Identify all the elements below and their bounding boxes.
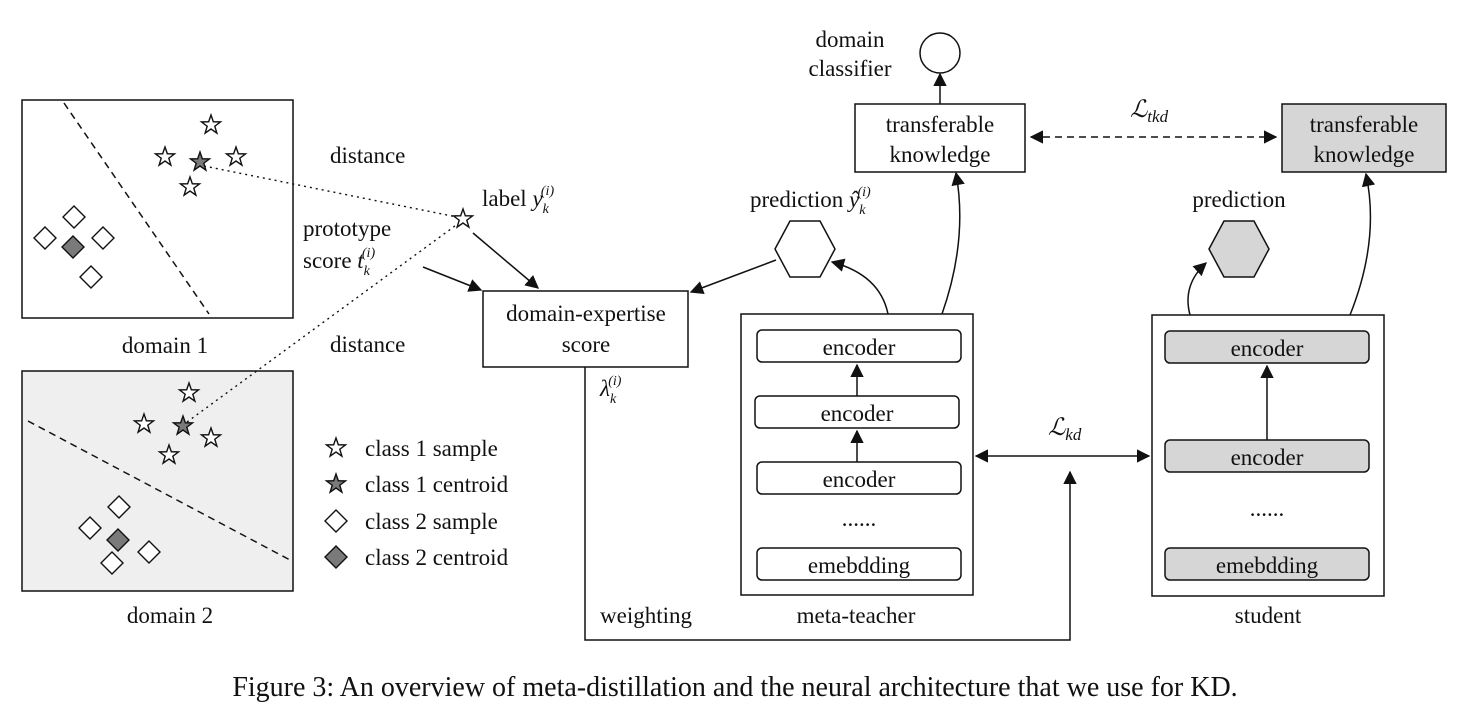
domain-2-label: domain 2 bbox=[127, 603, 213, 628]
arrow-student-to-prediction bbox=[1187, 262, 1207, 316]
domain-classifier-label-1: domain bbox=[816, 27, 885, 52]
l-kd-label: ℒkd bbox=[1048, 415, 1082, 444]
student-ellipsis: ...... bbox=[1250, 496, 1285, 521]
legend-class2-centroid-icon bbox=[324, 545, 348, 569]
legend-class1-centroid-icon bbox=[325, 473, 347, 493]
legend-class1-centroid: class 1 centroid bbox=[365, 472, 509, 497]
domain-1-panel bbox=[21, 99, 294, 319]
teacher-ellipsis: ...... bbox=[842, 506, 877, 531]
arrow-label-to-des bbox=[472, 232, 540, 289]
student-tk-line1: transferable bbox=[1310, 112, 1419, 137]
domain-1-label: domain 1 bbox=[122, 333, 208, 358]
arrow-student-to-tk bbox=[1349, 172, 1376, 316]
arrow-teacher-to-prediction bbox=[830, 258, 889, 315]
arrow-pred-to-des bbox=[689, 259, 777, 295]
teacher-embedding bbox=[756, 547, 962, 581]
student-encoder-1-label: encoder bbox=[1231, 445, 1304, 470]
teacher-encoder-3 bbox=[756, 329, 962, 363]
figure-caption: Figure 3: An overview of meta-distillati… bbox=[232, 672, 1238, 703]
decision-boundary bbox=[63, 102, 210, 315]
teacher-transferable-knowledge-box bbox=[854, 103, 1026, 173]
student-prediction-hexagon bbox=[1208, 220, 1270, 278]
meta-teacher-label: meta-teacher bbox=[797, 603, 916, 628]
teacher-encoder-2-label: encoder bbox=[821, 401, 894, 426]
des-line2: score bbox=[562, 332, 611, 357]
teacher-encoder-1 bbox=[756, 461, 962, 495]
student-encoder-2-label: encoder bbox=[1231, 336, 1304, 361]
distance-label-bottom: distance bbox=[330, 332, 405, 357]
student-prediction-label: prediction bbox=[1192, 187, 1286, 212]
prototype-label: prototype bbox=[303, 216, 391, 241]
meta-distillation-diagram: domain 1 domain 2 distance distance labe… bbox=[21, 27, 1447, 641]
decision-boundary bbox=[27, 420, 291, 561]
domain-expertise-score-box bbox=[482, 290, 689, 368]
legend-class1-sample-icon bbox=[325, 437, 347, 457]
legend-class1-sample: class 1 sample bbox=[365, 436, 498, 461]
domain-2-panel bbox=[21, 370, 294, 592]
teacher-encoder-1-label: encoder bbox=[823, 467, 896, 492]
teacher-prediction-hexagon bbox=[774, 220, 836, 278]
weighting-label: weighting bbox=[600, 603, 692, 628]
lambda-label: λk(i) bbox=[599, 374, 622, 407]
domain-classifier-circle bbox=[919, 32, 961, 74]
teacher-encoder-3-label: encoder bbox=[823, 335, 896, 360]
legend-class2-centroid: class 2 centroid bbox=[365, 545, 509, 570]
legend: class 1 sample class 1 centroid class 2 … bbox=[324, 436, 509, 570]
teacher-embedding-label: emebdding bbox=[808, 553, 911, 578]
label-star bbox=[452, 208, 474, 228]
des-line1: domain-expertise bbox=[506, 301, 666, 326]
arrow-teacher-to-tk bbox=[941, 171, 965, 315]
l-tkd-label: ℒtkd bbox=[1130, 97, 1169, 126]
prototype-score-text: score tk(i) bbox=[303, 246, 375, 279]
student-encoder-2 bbox=[1164, 330, 1370, 364]
teacher-tk-line2: knowledge bbox=[890, 142, 991, 167]
student-embedding-label: emebdding bbox=[1216, 553, 1319, 578]
legend-class2-sample: class 2 sample bbox=[365, 509, 498, 534]
distance-line-domain1 bbox=[203, 165, 458, 218]
teacher-prediction-label: prediction ŷk(i) bbox=[750, 185, 871, 218]
student-tk-line2: knowledge bbox=[1314, 142, 1415, 167]
weighting-path bbox=[584, 367, 1077, 641]
teacher-tk-line1: transferable bbox=[886, 112, 995, 137]
legend-class2-sample-icon bbox=[324, 509, 348, 533]
distance-label-top: distance bbox=[330, 143, 405, 168]
student-embedding bbox=[1164, 547, 1370, 581]
arrow-score-to-des bbox=[422, 266, 483, 292]
student-transferable-knowledge-box bbox=[1281, 103, 1447, 173]
domain-classifier-label-2: classifier bbox=[808, 56, 891, 81]
distance-line-domain2 bbox=[186, 222, 460, 423]
label-text: label yk(i) bbox=[482, 184, 554, 217]
student-label: student bbox=[1235, 603, 1302, 628]
